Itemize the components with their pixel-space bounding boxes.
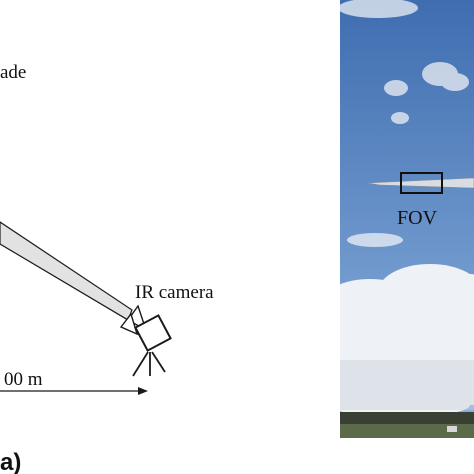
fov-label: FOV — [397, 207, 438, 229]
ir-camera-label: IR camera — [135, 282, 214, 303]
tree-line — [340, 412, 474, 426]
ir-beam-wedge — [0, 221, 133, 321]
ground-building — [447, 426, 457, 432]
camera-lens-inner — [119, 312, 139, 336]
camera-body — [134, 314, 172, 352]
cloud-shade — [340, 360, 474, 410]
lower-clouds — [340, 264, 474, 417]
fov-box — [400, 172, 443, 194]
schematic-panel: ade IR camera 00 m a) — [0, 62, 214, 474]
photo-panel: FOV — [340, 0, 474, 438]
ground — [340, 424, 474, 438]
upper-clouds — [340, 0, 469, 247]
tripod-leg-right — [151, 351, 166, 373]
panel-label: a) — [0, 449, 21, 474]
tripod-leg-left — [132, 351, 149, 377]
distance-label: 00 m — [4, 369, 43, 390]
turbine-blade — [367, 177, 474, 189]
distance-arrow-head — [138, 387, 148, 395]
blade-label: ade — [0, 62, 26, 83]
